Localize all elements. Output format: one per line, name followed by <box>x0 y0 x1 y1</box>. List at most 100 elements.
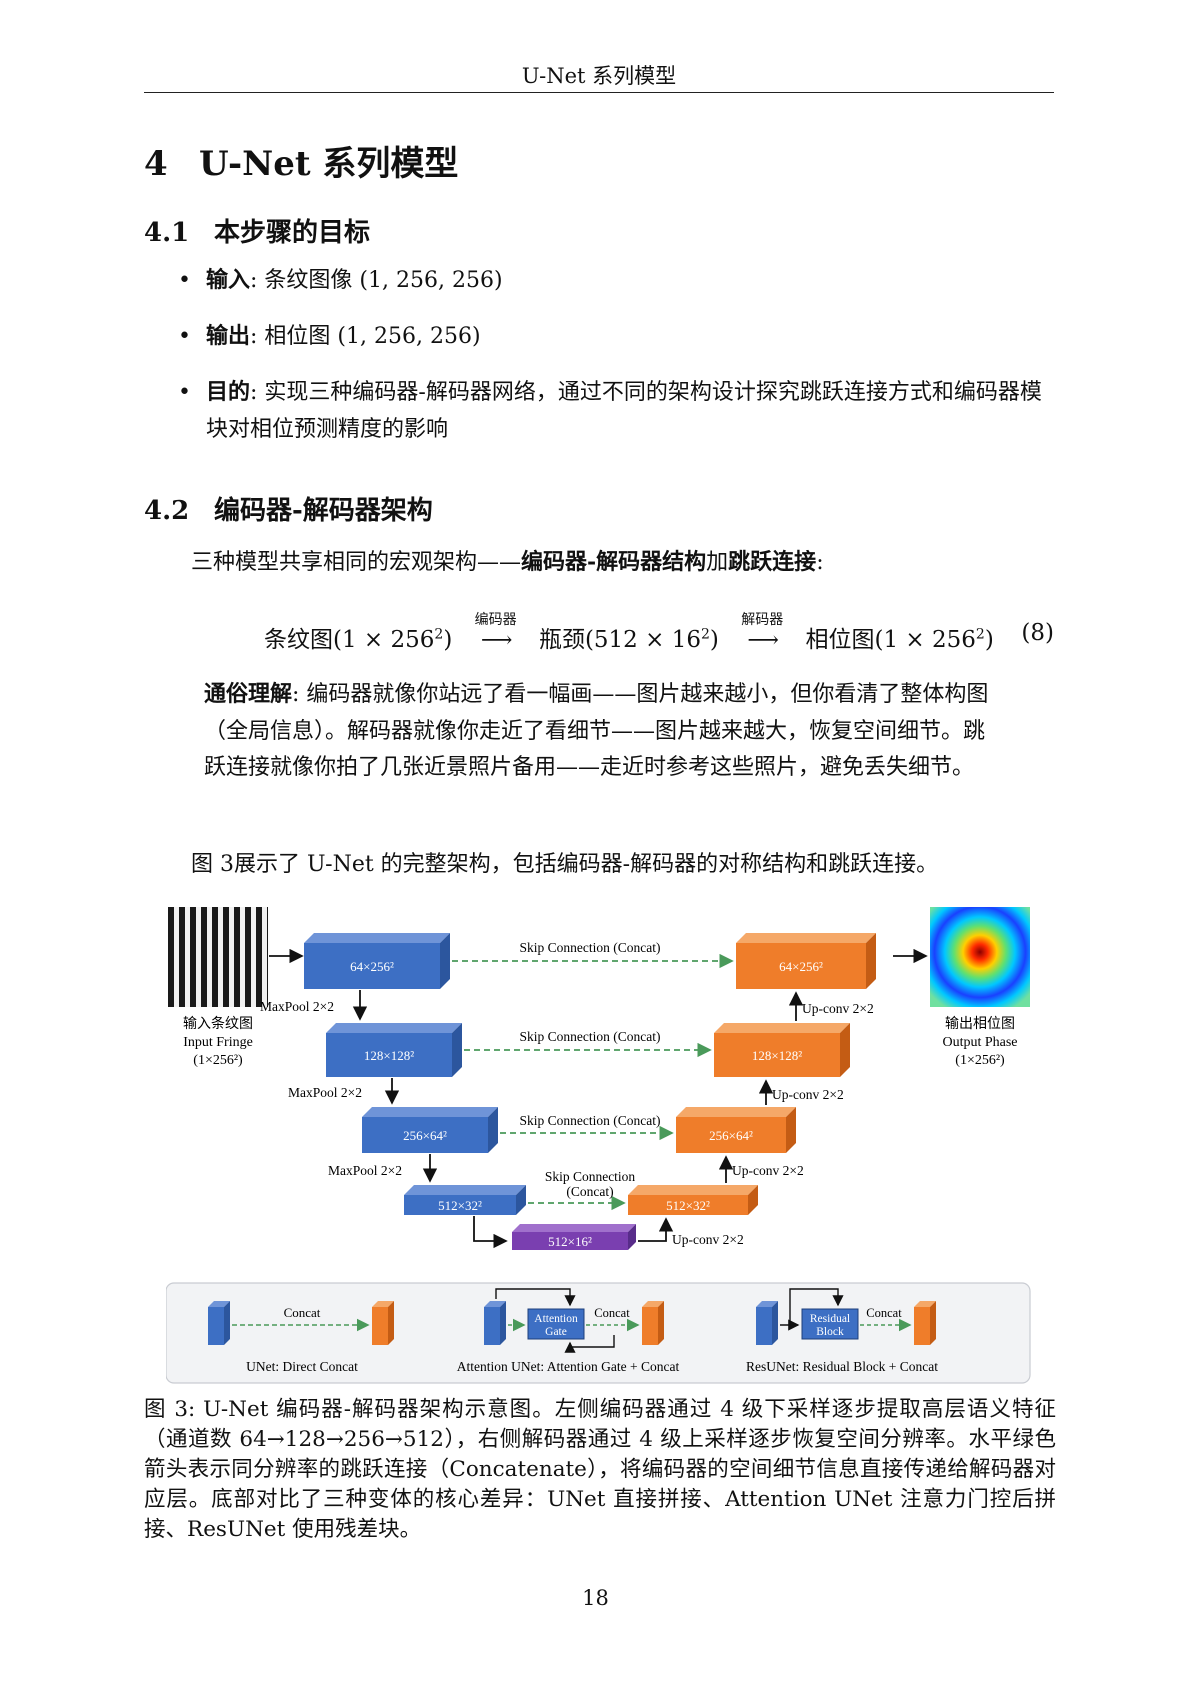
bottleneck-block: 512×16² <box>512 1224 636 1250</box>
input-label-dim: (1×256²) <box>193 1053 243 1068</box>
block-label: 512×32² <box>666 1198 710 1213</box>
encoder-block-4: 512×32² <box>404 1185 526 1215</box>
variant-title: UNet: Direct Concat <box>246 1359 358 1374</box>
eq-sup: 2 <box>975 626 985 643</box>
encoder-arrow: 编码器⟶ <box>460 612 532 653</box>
eq-term: 相位图(1 × 256 <box>805 627 976 653</box>
bullet-label: 目的 <box>206 379 251 405</box>
decoder-block-2: 128×128² <box>714 1023 850 1077</box>
block-label: 64×256² <box>350 959 394 974</box>
concat-label: Concat <box>866 1306 902 1320</box>
block-label: 128×128² <box>364 1048 414 1063</box>
block-label: 128×128² <box>752 1048 802 1063</box>
block-label: Block <box>816 1326 844 1338</box>
section-title-text: U-Net 系列模型 <box>199 144 459 184</box>
block-label: Attention <box>534 1313 578 1325</box>
section-number: 4 <box>144 144 168 184</box>
right-arrow-icon: ⟶ <box>747 628 779 653</box>
section-title: 4 U-Net 系列模型 <box>144 136 458 185</box>
bullet-sep: : <box>250 324 265 349</box>
maxpool-label: MaxPool 2×2 <box>260 999 334 1014</box>
skip-label: Skip Connection (Concat) <box>520 1029 661 1044</box>
list-item: 目的: 实现三种编码器-解码器网络，通过不同的架构设计探究跳跃连接方式和编码器模… <box>178 374 1058 448</box>
block-label: 512×16² <box>548 1234 592 1249</box>
decoder-arrow: 解码器⟶ <box>726 612 798 653</box>
skip-label: Skip Connection (Concat) <box>520 940 661 955</box>
eq-term: ) <box>709 627 719 653</box>
upconv-label: Up-conv 2×2 <box>772 1087 844 1102</box>
subsection-title-4-1: 4.1 本步骤的目标 <box>144 212 370 249</box>
eq-term: 条纹图(1 × 256 <box>264 627 435 653</box>
header-rule <box>144 92 1054 93</box>
intro-text: : <box>816 550 824 575</box>
bullet-text: 实现三种编码器-解码器网络，通过不同的架构设计探究跳跃连接方式和编码器模块对相位… <box>206 380 1042 442</box>
output-phase-image <box>930 907 1030 1007</box>
skip-connections: Skip Connection (Concat) Skip Connection… <box>452 940 734 1211</box>
decoder-block-3: 256×64² <box>676 1107 796 1153</box>
encoder-block-2: 128×128² <box>326 1023 462 1077</box>
residual-block-box <box>801 1308 859 1340</box>
input-label-en: Input Fringe <box>183 1035 253 1050</box>
arrow-label: 解码器 <box>741 612 784 628</box>
attention-gate-box <box>527 1308 585 1340</box>
subsection-number: 4.1 <box>144 218 190 248</box>
subsection-title-4-2: 4.2 编码器-解码器架构 <box>144 490 433 527</box>
eq-term: ) <box>443 627 453 653</box>
upconv-arrows: Up-conv 2×2 Up-conv 2×2 Up-conv 2×2 Up-c… <box>638 991 874 1247</box>
right-arrow-icon: ⟶ <box>480 628 513 653</box>
list-item: 输入: 条纹图像 (1, 256, 256) <box>178 262 1058 299</box>
bullet-label: 输入 <box>206 267 251 293</box>
subsection-title-text: 本步骤的目标 <box>214 218 371 248</box>
variant-title: Attention UNet: Attention Gate + Concat <box>457 1359 680 1374</box>
running-head: U-Net 系列模型 <box>521 64 677 88</box>
skip-label: (Concat) <box>566 1184 613 1199</box>
figure-reference: 图 3展示了 U-Net 的完整架构，包括编码器-解码器的对称结构和跳跃连接。 <box>191 852 939 877</box>
block-label: 256×64² <box>709 1128 753 1143</box>
equation-body: 条纹图(1 × 2562) 编码器⟶ 瓶颈(512 × 162) 解码器⟶ 相位… <box>264 612 994 654</box>
output-label-en: Output Phase <box>942 1035 1017 1050</box>
analogy-label: 通俗理解 <box>204 681 293 707</box>
eq-sup: 2 <box>434 626 444 643</box>
intro-text: 加 <box>706 550 729 575</box>
unet-diagram: 输入条纹图 Input Fringe (1×256²) 输出相位图 Output… <box>165 907 1031 1384</box>
page-number: 18 <box>582 1586 609 1610</box>
list-item: 输出: 相位图 (1, 256, 256) <box>178 318 1058 355</box>
figure-caption: 图 3: U-Net 编码器-解码器架构示意图。左侧编码器通过 4 级下采样逐步… <box>144 1397 1056 1542</box>
intro-bold: 编码器-解码器结构 <box>521 549 707 575</box>
concat-label: Concat <box>284 1305 321 1320</box>
output-label-dim: (1×256²) <box>955 1053 1005 1068</box>
variant-attention-unet: Attention Gate Concat Attention UNet: At… <box>457 1288 680 1374</box>
subsection-title-text: 编码器-解码器架构 <box>214 496 433 526</box>
variant-resunet: Residual Block Concat ResUNet: Residual … <box>746 1288 938 1374</box>
upconv-label: Up-conv 2×2 <box>802 1001 874 1016</box>
arrow-label: 编码器 <box>474 612 517 628</box>
maxpool-arrows: MaxPool 2×2 MaxPool 2×2 MaxPool 2×2 <box>260 990 508 1249</box>
analogy-text: : 编码器就像你站远了看一幅画——图片越来越小，但你看清了整体构图（全局信息）。… <box>204 682 989 780</box>
block-label: 64×256² <box>779 959 823 974</box>
decoder-block-1: 64×256² <box>736 933 876 989</box>
skip-label: Skip Connection <box>545 1169 636 1184</box>
intro-text: 三种模型共享相同的宏观架构—— <box>191 550 522 575</box>
upconv-label: Up-conv 2×2 <box>672 1232 744 1247</box>
input-fringe-image <box>168 907 268 1007</box>
equation: 条纹图(1 × 2562) 编码器⟶ 瓶颈(512 × 162) 解码器⟶ 相位… <box>144 612 1054 662</box>
block-label: 256×64² <box>403 1128 447 1143</box>
block-label: Gate <box>545 1326 567 1338</box>
skip-label: Skip Connection (Concat) <box>520 1113 661 1128</box>
intro-bold: 跳跃连接 <box>728 549 817 575</box>
variant-unet: Concat UNet: Direct Concat <box>208 1301 394 1374</box>
subsection-number: 4.2 <box>144 496 190 526</box>
eq-sup: 2 <box>700 626 710 643</box>
block-label: 512×32² <box>438 1198 482 1213</box>
maxpool-label: MaxPool 2×2 <box>288 1085 362 1100</box>
bullet-label: 输出 <box>206 323 251 349</box>
goal-list: 输入: 条纹图像 (1, 256, 256) 输出: 相位图 (1, 256, … <box>178 262 1058 467</box>
bullet-sep: : <box>250 380 265 405</box>
eq-term: ) <box>984 627 994 653</box>
encoder-block-3: 256×64² <box>362 1107 498 1153</box>
analogy-paragraph: 通俗理解: 编码器就像你站远了看一幅画——图片越来越小，但你看清了整体构图（全局… <box>204 676 1004 787</box>
decoder-block-4: 512×32² <box>628 1185 758 1215</box>
bullet-text: 相位图 (1, 256, 256) <box>264 324 481 349</box>
variant-title: ResUNet: Residual Block + Concat <box>746 1359 938 1374</box>
